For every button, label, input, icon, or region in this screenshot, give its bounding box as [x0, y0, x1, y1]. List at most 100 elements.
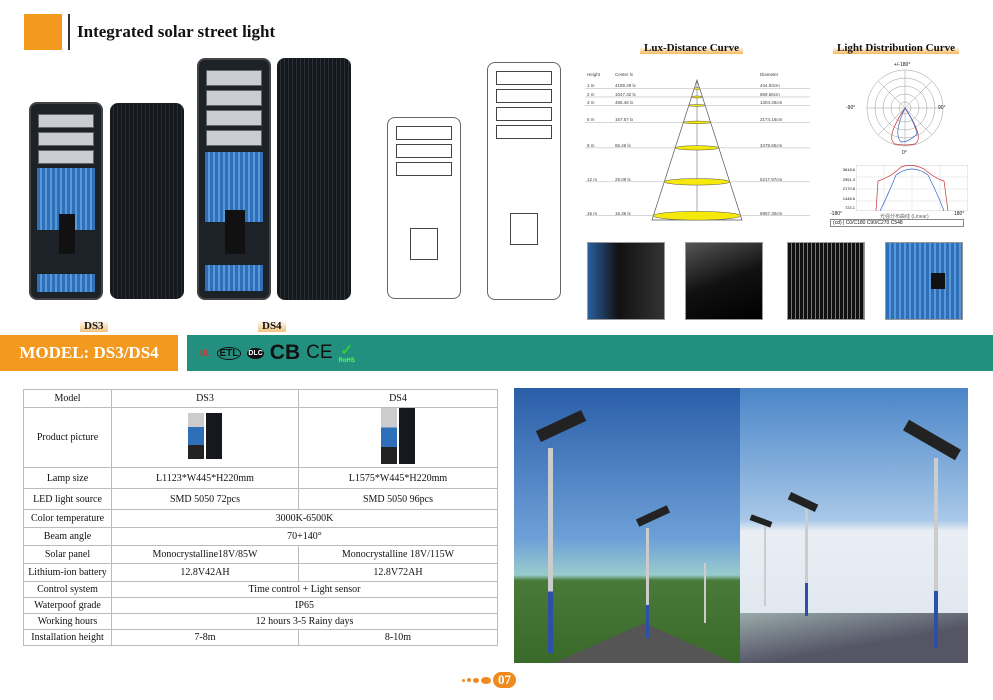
- lux-diameter: 869.66cm: [760, 91, 780, 97]
- spec-value-ds3: 12.8V42AH: [111, 563, 299, 582]
- spec-label: Color temperature: [23, 509, 112, 528]
- lux-ellipse: [688, 104, 706, 107]
- lux-diameter: 5217.97cm: [760, 176, 783, 182]
- lux-diameter: 434.83cm: [760, 83, 780, 89]
- spec-value-ds4: SMD 5050 96pcs: [297, 488, 499, 510]
- ds4-lamp-front-image: [197, 58, 271, 300]
- ul-cert-icon: UL: [199, 348, 211, 358]
- certification-bar: UL ETL DLC CB CE ✓ RoHS: [187, 335, 993, 371]
- cb-cert-icon: CB: [269, 341, 301, 364]
- lux-lux: 16.36 lx: [615, 210, 631, 216]
- lux-col-diameter: Diameter: [760, 72, 779, 77]
- lux-diameter: 3478.65cm: [760, 142, 783, 148]
- spec-value-ds4: L1575*W445*H220mm: [297, 467, 499, 489]
- street-light-installation-photo: [514, 388, 968, 663]
- model-banner: MODEL: DS3/DS4: [0, 335, 178, 371]
- y-tick: 2951.3: [842, 176, 855, 182]
- ds3-line-drawing: [387, 117, 461, 299]
- etl-cert-icon: ETL: [216, 346, 242, 360]
- lux-lux: 1047.32 lx: [615, 91, 636, 97]
- lux-lux: 65.46 lx: [615, 142, 631, 148]
- chart-caption: 光强分布曲线 (Linear): [880, 214, 929, 220]
- rohs-check-icon: ✓: [340, 341, 353, 359]
- detail-photo-bracket: [685, 242, 763, 320]
- lux-lux: 29.09 lx: [615, 176, 631, 182]
- ds4-line-drawing: [487, 62, 561, 300]
- spec-value: 3000K-6500K: [111, 509, 498, 528]
- lux-height: 16 m: [587, 210, 598, 216]
- spec-label: Lamp size: [23, 467, 112, 489]
- chart-legend: (cd) | C0/C180 C90/C270 C548: [830, 219, 964, 227]
- spec-value-ds3: 7-8m: [111, 629, 299, 646]
- lux-height: 2 m: [587, 91, 595, 97]
- header-model: Model: [23, 389, 112, 408]
- rohs-label: RoHS: [338, 357, 355, 364]
- light-chart-title: Light Distribution Curve: [833, 42, 959, 54]
- orange-accent-square: [24, 14, 62, 50]
- spec-value: IP65: [111, 597, 498, 614]
- spec-value-ds3: SMD 5050 72pcs: [111, 488, 299, 510]
- spec-value-ds4: 12.8V72AH: [297, 563, 499, 582]
- lux-ellipse: [664, 178, 730, 186]
- page-title: Integrated solar street light: [77, 22, 276, 41]
- ce-cert-icon: CE: [306, 342, 333, 363]
- page-number: 07: [462, 672, 516, 688]
- detail-photo-solar-panel: [787, 242, 865, 320]
- lux-ellipse: [653, 211, 741, 221]
- ds3-lamp-back-image: [110, 103, 184, 299]
- ds3-label: DS3: [80, 320, 108, 332]
- lux-lux: 167.57 lx: [615, 117, 634, 123]
- spec-label: Installation height: [23, 629, 112, 646]
- picture-label: Product picture: [23, 407, 112, 468]
- spec-value-ds4: 8-10m: [297, 629, 499, 646]
- ds3-thumbnail: [111, 407, 299, 468]
- lux-ellipse: [694, 87, 700, 90]
- spec-label: LED light source: [23, 488, 112, 510]
- lux-height: 12 m: [587, 176, 598, 182]
- spec-value: 70+140°: [111, 527, 498, 546]
- lux-col-center: Center lx: [615, 72, 634, 77]
- spec-label: Working hours: [23, 613, 112, 630]
- lux-ellipse: [683, 120, 711, 125]
- lux-ellipse: [674, 145, 720, 151]
- lux-ellipse: [691, 95, 703, 99]
- header-ds3: DS3: [111, 389, 299, 408]
- rohs-cert: ✓ RoHS: [339, 343, 355, 364]
- lux-height: 3 m: [587, 100, 595, 106]
- x-max-label: 180°: [954, 211, 965, 217]
- linear-plot: [856, 165, 968, 211]
- y-tick: 1446.6: [842, 195, 855, 201]
- page-number-text: 07: [493, 672, 516, 688]
- detail-photo-sensor: [587, 242, 665, 320]
- lux-height: 5 m: [587, 117, 595, 123]
- ds3-lamp-front-image: [29, 102, 103, 300]
- x-min-label: -180°: [830, 211, 843, 217]
- spec-label: Beam angle: [23, 527, 112, 546]
- lux-diameter: 1304.49cm: [760, 100, 783, 106]
- detail-photo-battery: [885, 242, 963, 320]
- lux-diameter: 2174.16cm: [760, 117, 783, 123]
- spec-value-ds3: Monocrystalline18V/85W: [111, 545, 299, 564]
- lux-col-height: Height: [587, 72, 601, 77]
- ds4-label: DS4: [258, 320, 286, 332]
- spec-label: Waterpoof grade: [23, 597, 112, 614]
- spec-label: Lithium-ion battery: [23, 563, 112, 582]
- ds4-lamp-back-image: [277, 58, 351, 300]
- header-ds4: DS4: [297, 389, 499, 408]
- lux-height: 8 m: [587, 142, 595, 148]
- y-tick: 723.1: [844, 205, 855, 210]
- spec-label: Control system: [23, 581, 112, 598]
- title-divider: [68, 14, 70, 50]
- spec-value-ds3: L1123*W445*H220mm: [111, 467, 299, 489]
